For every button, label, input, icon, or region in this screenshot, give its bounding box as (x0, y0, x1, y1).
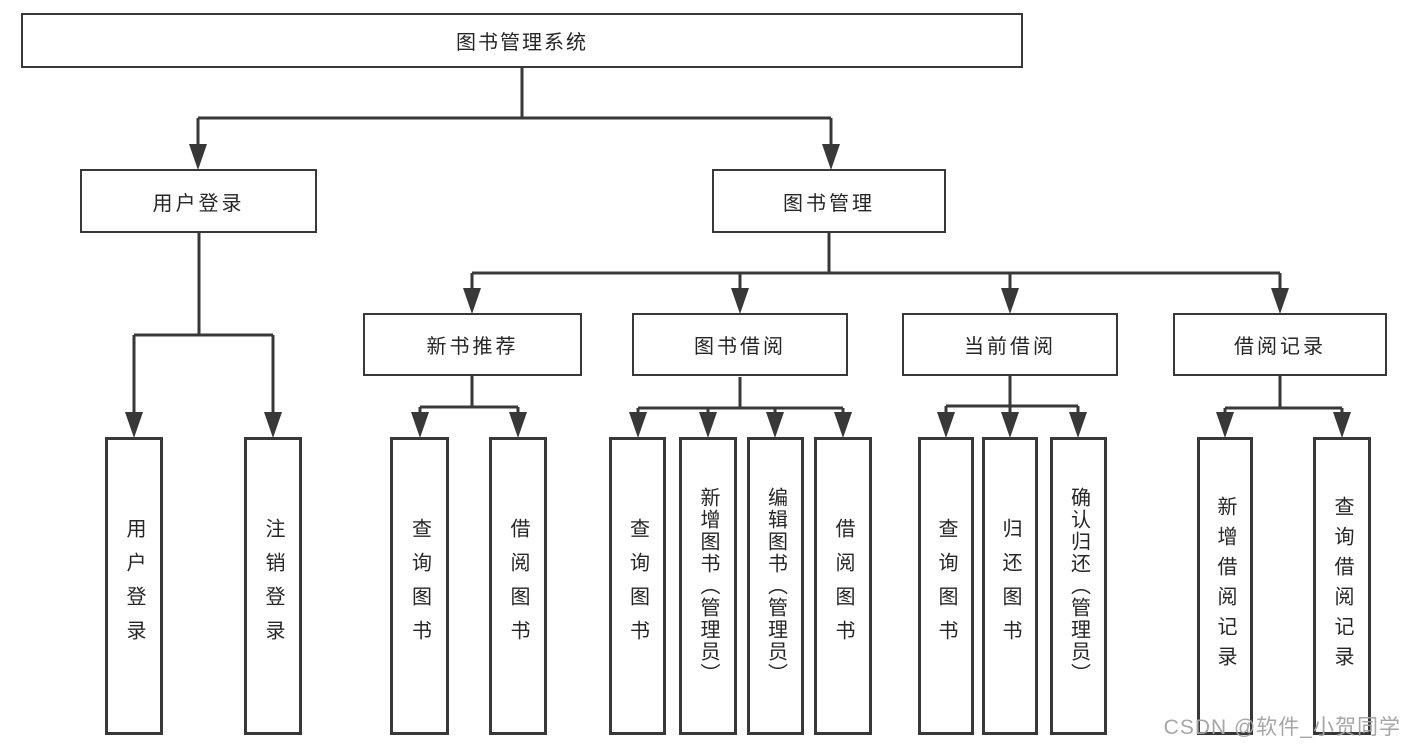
leaf-label: 用户登录 (123, 518, 145, 654)
node-borrowing-records: 借阅记录 (1173, 313, 1387, 376)
leaf-label: 新增图书（管理员） (697, 487, 719, 685)
node-user-login-branch: 用户登录 (80, 169, 317, 233)
leaf-label: 查询图书 (408, 518, 431, 654)
node-label: 用户登录 (152, 192, 245, 215)
node-label: 当前借阅 (964, 336, 1056, 358)
leaf-borrow-books-recommend: 借阅图书 (489, 437, 547, 735)
node-library-management-system: 图书管理系统 (21, 13, 1023, 68)
leaf-edit-books-admin: 编辑图书（管理员） (747, 437, 804, 735)
leaf-label: 新增借阅记录 (1214, 496, 1236, 676)
leaf-label: 编辑图书（管理员） (764, 487, 787, 685)
arrowheads (125, 144, 1351, 438)
node-label: 图书借阅 (694, 336, 786, 358)
leaf-add-borrow-record: 新增借阅记录 (1197, 437, 1253, 735)
node-new-book-recommendation: 新书推荐 (363, 313, 582, 376)
leaf-label: 查询图书 (626, 518, 649, 654)
leaf-label: 归还图书 (999, 518, 1021, 654)
node-current-borrowing: 当前借阅 (902, 313, 1118, 376)
leaf-label: 查询图书 (935, 518, 957, 654)
node-book-management: 图书管理 (712, 169, 946, 233)
node-book-borrowing: 图书借阅 (632, 313, 848, 376)
csdn-watermark: CSDN @软件_小贺同学 (1163, 716, 1401, 739)
node-label: 新书推荐 (426, 336, 519, 358)
node-label: 图书管理系统 (456, 32, 588, 54)
node-label: 图书管理 (783, 192, 875, 215)
leaf-add-books-admin: 新增图书（管理员） (679, 437, 737, 735)
leaf-label: 注销登录 (262, 518, 284, 654)
leaf-borrow-books-borrowing: 借阅图书 (814, 437, 872, 735)
leaf-return-books: 归还图书 (982, 437, 1038, 735)
leaf-label: 查询借阅记录 (1331, 496, 1353, 676)
leaf-logout: 注销登录 (244, 437, 302, 735)
leaf-label: 确认归还（管理员） (1067, 487, 1090, 685)
leaf-label: 借阅图书 (832, 518, 854, 654)
leaf-label: 借阅图书 (507, 518, 529, 654)
leaf-query-books-borrowing: 查询图书 (609, 437, 666, 735)
leaf-query-borrow-record: 查询借阅记录 (1313, 437, 1371, 735)
node-label: 借阅记录 (1234, 336, 1326, 358)
leaf-user-login: 用户登录 (105, 437, 163, 735)
leaf-confirm-return-admin: 确认归还（管理员） (1050, 437, 1107, 735)
leaf-query-books-recommend: 查询图书 (390, 437, 449, 735)
leaf-query-books-current: 查询图书 (918, 437, 974, 735)
